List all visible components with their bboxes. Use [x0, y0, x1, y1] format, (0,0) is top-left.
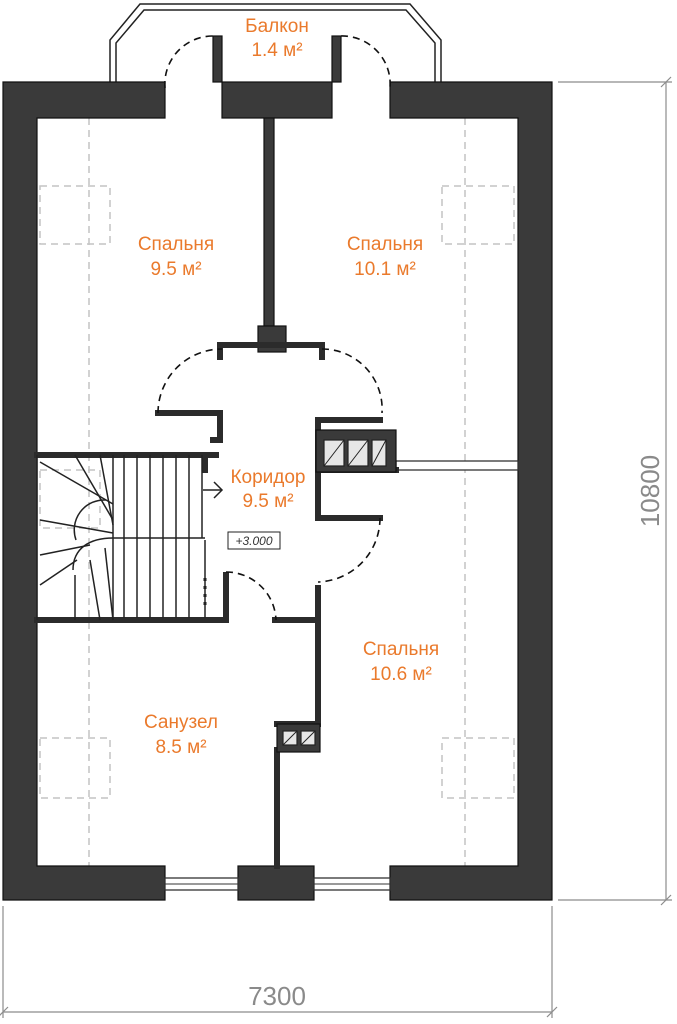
- room-label-corridor: Коридор 9.5 м²: [230, 467, 305, 512]
- room-name: Спальня: [138, 234, 214, 255]
- room-label-bedroom-top-right: Спальня 10.1 м²: [347, 234, 423, 280]
- interior-walls: [34, 117, 399, 869]
- room-area: 1.4 м²: [251, 40, 302, 61]
- balcony-door-posts: [212, 35, 342, 83]
- wall-segment-top-center: [221, 81, 333, 119]
- room-label-bedroom-top-left: Спальня 9.5 м²: [138, 234, 214, 280]
- dimension-vertical: 10800: [558, 76, 672, 906]
- room-area: 8.5 м²: [155, 737, 206, 758]
- door-bathroom: [225, 571, 277, 621]
- dimension-horizontal: 7300: [0, 906, 558, 1018]
- room-area: 10.6 м²: [370, 664, 432, 685]
- room-label-bathroom: Санузел 8.5 м²: [144, 712, 218, 758]
- room-name: Спальня: [363, 639, 439, 660]
- room-name: Балкон: [245, 16, 309, 37]
- window-corridor-right: [395, 460, 519, 471]
- room-name: Санузел: [144, 712, 218, 733]
- dimension-width-text: 7300: [248, 981, 306, 1011]
- staircase: [36, 454, 224, 621]
- outer-wall-left: [2, 81, 166, 901]
- dimension-height-text: 10800: [635, 455, 665, 527]
- room-name: Спальня: [347, 234, 423, 255]
- room-area: 9.5 м²: [150, 259, 201, 280]
- door-bedroom-top-right: [321, 348, 383, 414]
- outer-wall-right: [389, 81, 553, 901]
- room-area: 9.5 м²: [242, 491, 293, 512]
- column-center: [257, 325, 287, 353]
- level-mark-text: +3.000: [235, 534, 272, 548]
- room-label-bedroom-bottom-right: Спальня 10.6 м²: [363, 639, 439, 685]
- vent-blocks: [276, 429, 397, 753]
- door-bedroom-top-left: [157, 348, 223, 414]
- room-area: 10.1 м²: [354, 259, 416, 280]
- level-mark: +3.000: [227, 531, 281, 550]
- door-bedroom-bottom-right: [317, 517, 381, 583]
- doors: [157, 35, 391, 621]
- room-name: Коридор: [230, 467, 305, 488]
- hidden-lines: [39, 118, 515, 868]
- wall-segment-bottom-center: [237, 865, 315, 901]
- door-balcony-left: [164, 35, 214, 89]
- balcony-railing: [109, 3, 442, 82]
- room-label-balcony: Балкон 1.4 м²: [245, 16, 309, 61]
- partition-top-bedrooms: [263, 117, 275, 327]
- outer-walls: [2, 81, 553, 901]
- door-balcony-right: [340, 35, 391, 89]
